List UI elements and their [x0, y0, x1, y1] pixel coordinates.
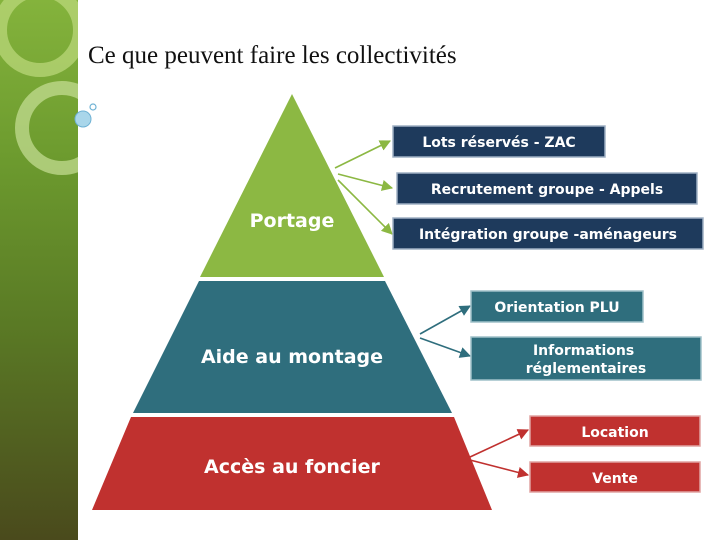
box-location: Location [529, 415, 701, 447]
box-label-location: Location [581, 425, 648, 441]
arrow-portage-recrutement [337, 173, 394, 191]
arrow-acces-location [469, 429, 530, 458]
box-label-recrutement-groupe: Recrutement groupe - Appels [431, 182, 663, 198]
box-integration-groupe: Intégration groupe -aménageurs [392, 217, 704, 250]
bubble-icon [74, 103, 97, 128]
box-label-vente: Vente [592, 471, 638, 487]
slide-title: Ce que peuvent faire les collectivités [88, 42, 457, 69]
box-orientation-plu: Orientation PLU [470, 290, 644, 323]
box-informations-reglementaires: Informations réglementaires [470, 336, 702, 381]
box-lots-reserves: Lots réservés - ZAC [392, 125, 606, 158]
tier-label-portage: Portage [250, 210, 335, 232]
box-label-informations-reglementaires: Informations réglementaires [526, 343, 646, 377]
pyramid-tier-portage [200, 94, 384, 277]
box-vente: Vente [529, 461, 701, 493]
arrow-portage-integration [337, 179, 393, 235]
arrow-aide-informations [419, 337, 472, 358]
pyramid-tier-acces-au-foncier [92, 417, 492, 510]
arrow-portage-lots [334, 140, 392, 169]
arrow-aide-orientation [419, 305, 471, 335]
tier-label-acces-au-foncier: Accès au foncier [204, 456, 381, 478]
pyramid-tier-aide-au-montage [133, 281, 452, 413]
tier-label-aide-au-montage: Aide au montage [201, 346, 383, 368]
box-label-orientation-plu: Orientation PLU [494, 300, 619, 316]
arrow-acces-vente [469, 459, 530, 478]
box-label-lots-reserves: Lots réservés - ZAC [422, 135, 575, 151]
box-label-integration-groupe: Intégration groupe -aménageurs [419, 227, 677, 243]
box-recrutement-groupe: Recrutement groupe - Appels [396, 172, 698, 205]
